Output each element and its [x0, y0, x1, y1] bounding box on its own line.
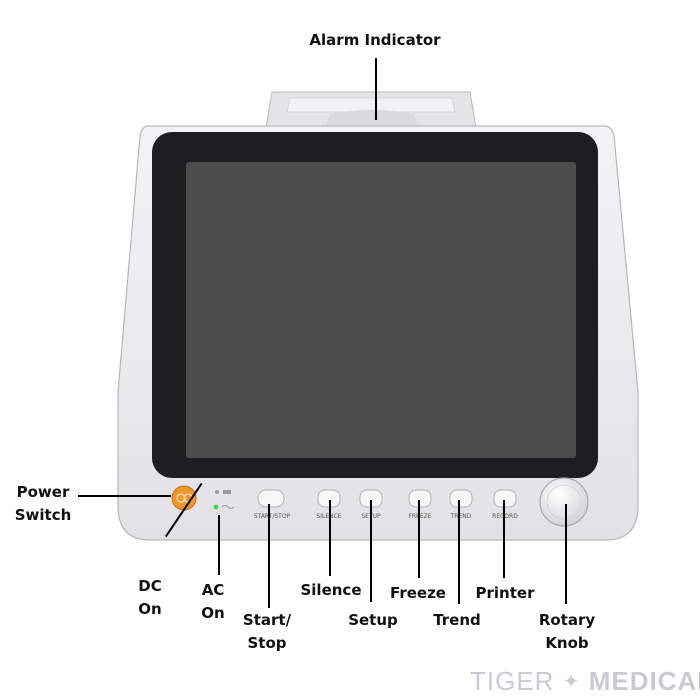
power-switch-label: Power Switch	[6, 481, 80, 527]
dc-on-text-2: On	[138, 600, 162, 618]
power-switch-text-2: Switch	[14, 506, 72, 524]
watermark: TIGER ✦ MEDICAL	[470, 666, 700, 697]
silence-leader	[329, 500, 331, 576]
dc-on-text-1: DC	[138, 577, 162, 595]
power-switch-text-1: Power	[16, 483, 70, 501]
record-button[interactable]: RECORD	[492, 489, 518, 520]
alarm-indicator-text: Alarm Indicator	[309, 31, 441, 49]
start-stop-leader	[268, 504, 270, 608]
power-switch[interactable]	[171, 485, 197, 511]
freeze-leader	[418, 500, 420, 578]
setup-leader	[370, 500, 372, 602]
ac-on-leader	[218, 515, 220, 575]
trend-text: Trend	[433, 611, 481, 629]
start-stop-label: Start/ Stop	[232, 609, 302, 655]
watermark-text-1: TIGER	[470, 666, 555, 696]
rotary-knob-leader	[565, 504, 567, 604]
alarm-indicator-label: Alarm Indicator	[298, 29, 452, 52]
freeze-label: Freeze	[382, 582, 454, 605]
start-stop-button-label: START/STOP	[254, 513, 291, 520]
display-screen	[186, 162, 576, 458]
printer-label: Printer	[466, 582, 544, 605]
trend-button-label: TREND	[450, 513, 472, 520]
silence-label: Silence	[292, 579, 370, 602]
rotary-knob-label: Rotary Knob	[528, 609, 606, 655]
rotary-knob-text-2: Knob	[545, 634, 589, 652]
rotary-knob[interactable]	[539, 477, 589, 527]
freeze-text: Freeze	[390, 584, 446, 602]
ac-on-text-2: On	[201, 604, 225, 622]
power-switch-leader	[78, 495, 171, 497]
printer-leader	[503, 500, 505, 578]
start-stop-text-2: Stop	[247, 634, 287, 652]
alarm-indicator	[265, 91, 477, 129]
start-stop-button[interactable]: START/STOP	[254, 489, 291, 520]
silence-text: Silence	[300, 581, 362, 599]
watermark-text-2: MEDICAL	[588, 666, 700, 696]
freeze-button[interactable]: FREEZE	[408, 489, 432, 520]
record-button-label: RECORD	[492, 513, 518, 520]
rotary-knob-text-1: Rotary	[538, 611, 596, 629]
ac-on-text-1: AC	[201, 581, 225, 599]
freeze-button-label: FREEZE	[408, 513, 431, 520]
watermark-logo-icon: ✦	[562, 671, 581, 693]
dc-on-indicator	[215, 490, 231, 494]
ac-on-label: AC On	[190, 579, 236, 625]
device-buttons: START/STOP SILENCE SETUP FREEZE TREND RE…	[254, 489, 518, 520]
alarm-indicator-leader	[375, 58, 377, 120]
start-stop-text-1: Start/	[242, 611, 292, 629]
trend-leader	[458, 500, 460, 604]
trend-label: Trend	[424, 609, 490, 632]
dc-on-label: DC On	[126, 575, 174, 621]
setup-label: Setup	[338, 609, 408, 632]
printer-text: Printer	[475, 584, 535, 602]
ac-on-indicator	[213, 504, 235, 510]
setup-text: Setup	[348, 611, 398, 629]
trend-button[interactable]: TREND	[449, 489, 473, 520]
